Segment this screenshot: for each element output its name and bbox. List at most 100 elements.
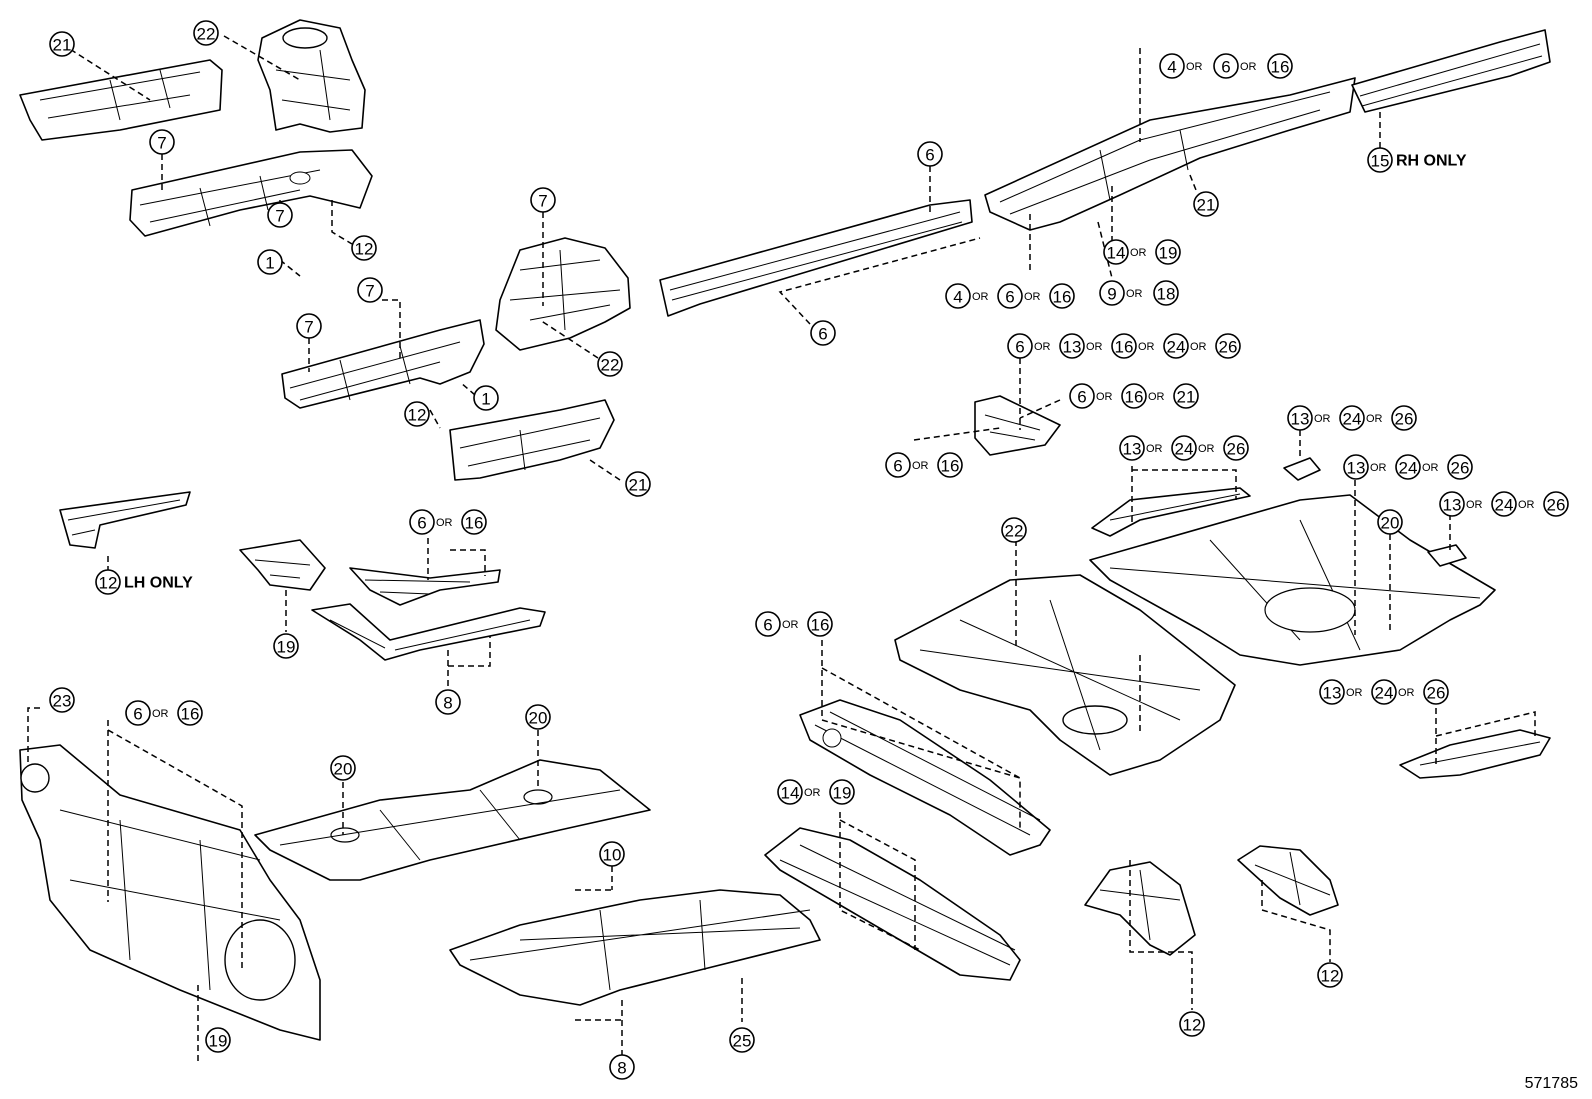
- callout-group-6-16-21: 6 OR 16 OR 21: [1069, 383, 1199, 409]
- part-rear-bracket-small-a: [1283, 457, 1321, 481]
- svg-text:OR: OR: [1240, 61, 1257, 73]
- svg-text:9: 9: [1107, 285, 1116, 304]
- svg-text:19: 19: [833, 784, 852, 803]
- svg-text:6: 6: [1077, 388, 1086, 407]
- callout-15-rh-only: 15 RH ONLY: [1367, 147, 1467, 173]
- callout-group-6-16-crossmember: 6 OR 16: [755, 611, 833, 637]
- part-rear-side-member: [984, 77, 1356, 231]
- callout-group-6-16-floor: 6 OR 16: [409, 509, 487, 535]
- svg-text:16: 16: [465, 514, 484, 533]
- svg-text:7: 7: [304, 318, 313, 337]
- svg-text:OR: OR: [1518, 499, 1535, 511]
- svg-text:OR: OR: [1138, 341, 1155, 353]
- part-rocker-panel-inner: [659, 199, 973, 317]
- callout-group-6-16-left: 6 OR 16: [885, 452, 963, 478]
- part-floor-crossmember-upper: [349, 567, 501, 606]
- callout-22-c: 22: [1001, 517, 1027, 543]
- callout-group-13-24-26-c: 13 OR 24 OR 26: [1343, 454, 1473, 480]
- svg-text:26: 26: [1427, 684, 1446, 703]
- part-floor-bracket-left: [239, 539, 326, 591]
- svg-text:6: 6: [133, 705, 142, 724]
- callout-group-14-19-bottom: 14 OR 19: [777, 779, 855, 805]
- svg-text:OR: OR: [1146, 443, 1163, 455]
- svg-text:15: 15: [1371, 152, 1390, 171]
- svg-text:12: 12: [408, 406, 427, 425]
- diagram-code: 571785: [1525, 1075, 1578, 1092]
- svg-text:OR: OR: [782, 619, 799, 631]
- svg-text:13: 13: [1063, 338, 1082, 357]
- callout-25: 25: [729, 1027, 755, 1053]
- svg-text:22: 22: [601, 356, 620, 375]
- svg-text:13: 13: [1291, 410, 1310, 429]
- svg-text:OR: OR: [1186, 61, 1203, 73]
- callout-19-a: 19: [273, 633, 299, 659]
- callout-7-a: 7: [149, 129, 175, 155]
- callout-20-c: 20: [525, 704, 551, 730]
- svg-text:24: 24: [1175, 440, 1194, 459]
- svg-text:13: 13: [1323, 684, 1342, 703]
- svg-text:OR: OR: [1422, 462, 1439, 474]
- svg-text:OR: OR: [152, 708, 169, 720]
- svg-text:6: 6: [1005, 288, 1014, 307]
- callout-group-4-6-16-mid: 4 OR 6 OR 16: [945, 283, 1075, 309]
- svg-text:OR: OR: [1198, 443, 1215, 455]
- part-front-side-member-rail: [129, 149, 373, 237]
- svg-text:21: 21: [629, 476, 648, 495]
- callout-20-a: 20: [1377, 509, 1403, 535]
- svg-text:10: 10: [603, 846, 622, 865]
- svg-text:16: 16: [941, 457, 960, 476]
- svg-text:6: 6: [893, 457, 902, 476]
- svg-text:LH ONLY: LH ONLY: [124, 575, 193, 592]
- callout-10: 10: [599, 841, 625, 867]
- callout-7-d: 7: [296, 313, 322, 339]
- part-rear-crossmember-right: [1399, 729, 1551, 779]
- svg-text:1: 1: [265, 254, 274, 273]
- svg-text:OR: OR: [1346, 687, 1363, 699]
- svg-text:OR: OR: [972, 291, 989, 303]
- svg-text:21: 21: [1177, 388, 1196, 407]
- svg-text:12: 12: [1321, 967, 1340, 986]
- part-bracket-center-a: [974, 395, 1061, 456]
- callout-22-a: 22: [193, 20, 219, 46]
- svg-text:24: 24: [1495, 496, 1514, 515]
- svg-text:16: 16: [1271, 58, 1290, 77]
- svg-text:6: 6: [1221, 58, 1230, 77]
- callout-8-a: 8: [435, 689, 461, 715]
- svg-text:OR: OR: [1126, 288, 1143, 300]
- part-lh-only-bracket: [59, 491, 191, 549]
- part-dash-crossmember: [799, 699, 1051, 856]
- svg-text:24: 24: [1343, 410, 1362, 429]
- svg-text:OR: OR: [804, 787, 821, 799]
- part-rear-bracket-small-b: [1427, 544, 1467, 567]
- svg-text:16: 16: [1053, 288, 1072, 307]
- svg-text:18: 18: [1157, 285, 1176, 304]
- svg-text:16: 16: [1115, 338, 1134, 357]
- callout-12-c: 12: [1179, 1011, 1205, 1037]
- callout-group-13-24-26-a: 13 OR 24 OR 26: [1119, 435, 1249, 461]
- svg-text:16: 16: [181, 705, 200, 724]
- leader-lines: [27, 35, 1536, 1065]
- part-front-side-member-lower: [281, 319, 485, 409]
- svg-text:RH ONLY: RH ONLY: [1396, 153, 1467, 170]
- svg-text:OR: OR: [1130, 247, 1147, 259]
- svg-text:24: 24: [1399, 459, 1418, 478]
- svg-text:4: 4: [1167, 58, 1176, 77]
- svg-text:19: 19: [209, 1032, 228, 1051]
- svg-text:19: 19: [277, 638, 296, 657]
- callout-group-13-24-26-e: 13 OR 24 OR 26: [1319, 679, 1449, 705]
- svg-text:6: 6: [417, 514, 426, 533]
- callout-1-a: 1: [257, 249, 283, 275]
- part-rear-bracket-lower-a: [1084, 861, 1196, 956]
- svg-text:20: 20: [334, 760, 353, 779]
- svg-text:OR: OR: [912, 460, 929, 472]
- callout-12-d: 12: [1317, 962, 1343, 988]
- svg-text:25: 25: [733, 1032, 752, 1051]
- svg-text:12: 12: [355, 240, 374, 259]
- svg-text:OR: OR: [1024, 291, 1041, 303]
- callout-6-b: 6: [810, 320, 836, 346]
- callout-22-b: 22: [597, 351, 623, 377]
- svg-text:6: 6: [1015, 338, 1024, 357]
- part-floor-crossmember-lower: [311, 603, 546, 661]
- svg-text:6: 6: [925, 146, 934, 165]
- callout-group-6-16-dash: 6 OR 16: [125, 700, 203, 726]
